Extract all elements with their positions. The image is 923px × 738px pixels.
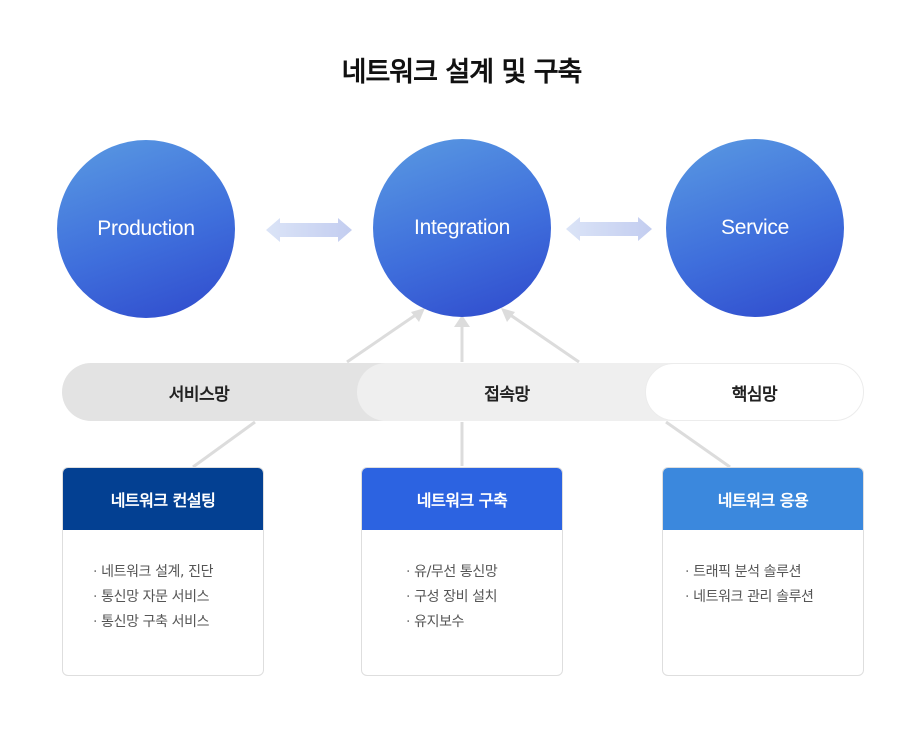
upward-arrows [346,310,580,364]
arrow-right-line [505,310,580,364]
page-title: 네트워크 설계 및 구축 [341,57,583,88]
circle-integration: Integration [373,139,551,317]
connector-consulting [192,420,256,469]
list-item: 통신망 자문 서비스 [93,585,263,610]
card-header: 네트워크 응용 [663,468,863,530]
list-item: 유지보수 [406,610,562,635]
double-arrow-icon [266,218,352,242]
card-item-list: 트래픽 분석 솔루션 네트워크 관리 솔루션 [663,560,863,610]
list-item: 유/무선 통신망 [406,560,562,585]
list-item: 구성 장비 설치 [406,585,562,610]
network-segment-bar: 서비스망 접속망 핵심망 [62,363,864,421]
list-item: 통신망 구축 서비스 [93,610,263,635]
connector-apply [665,420,731,469]
circle-label: Integration [414,216,510,239]
list-item: 네트워크 관리 솔루션 [685,585,863,610]
circle-service: Service [666,139,844,317]
segment-label: 핵심망 [731,384,778,405]
card-item-list: 유/무선 통신망 구성 장비 설치 유지보수 [362,560,562,635]
circle-label: Production [97,217,195,240]
card-network-build: 네트워크 구축 유/무선 통신망 구성 장비 설치 유지보수 [361,467,563,676]
arrowhead-icon [501,308,515,322]
circle-production: Production [57,140,235,318]
card-header: 네트워크 컨설팅 [63,468,263,530]
circle-label: Service [721,216,789,239]
card-body: 네트워크 설계, 진단 통신망 자문 서비스 통신망 구축 서비스 [63,530,263,635]
segment-label: 접속망 [484,384,530,405]
card-item-list: 네트워크 설계, 진단 통신망 자문 서비스 통신망 구축 서비스 [63,560,263,635]
double-arrow-icon [566,217,652,241]
downward-connectors [192,420,731,469]
list-item: 트래픽 분석 솔루션 [685,560,863,585]
card-body: 유/무선 통신망 구성 장비 설치 유지보수 [362,530,562,635]
segment-core-network: 핵심망 [645,363,864,421]
segment-label: 서비스망 [168,384,230,405]
arrow-left-line [346,310,421,364]
arrowhead-icon [454,315,470,327]
list-item: 네트워크 설계, 진단 [93,560,263,585]
card-body: 트래픽 분석 솔루션 네트워크 관리 솔루션 [663,530,863,610]
card-network-application: 네트워크 응용 트래픽 분석 솔루션 네트워크 관리 솔루션 [662,467,864,676]
card-network-consulting: 네트워크 컨설팅 네트워크 설계, 진단 통신망 자문 서비스 통신망 구축 서… [62,467,264,676]
arrowhead-icon [411,308,425,322]
card-header: 네트워크 구축 [362,468,562,530]
